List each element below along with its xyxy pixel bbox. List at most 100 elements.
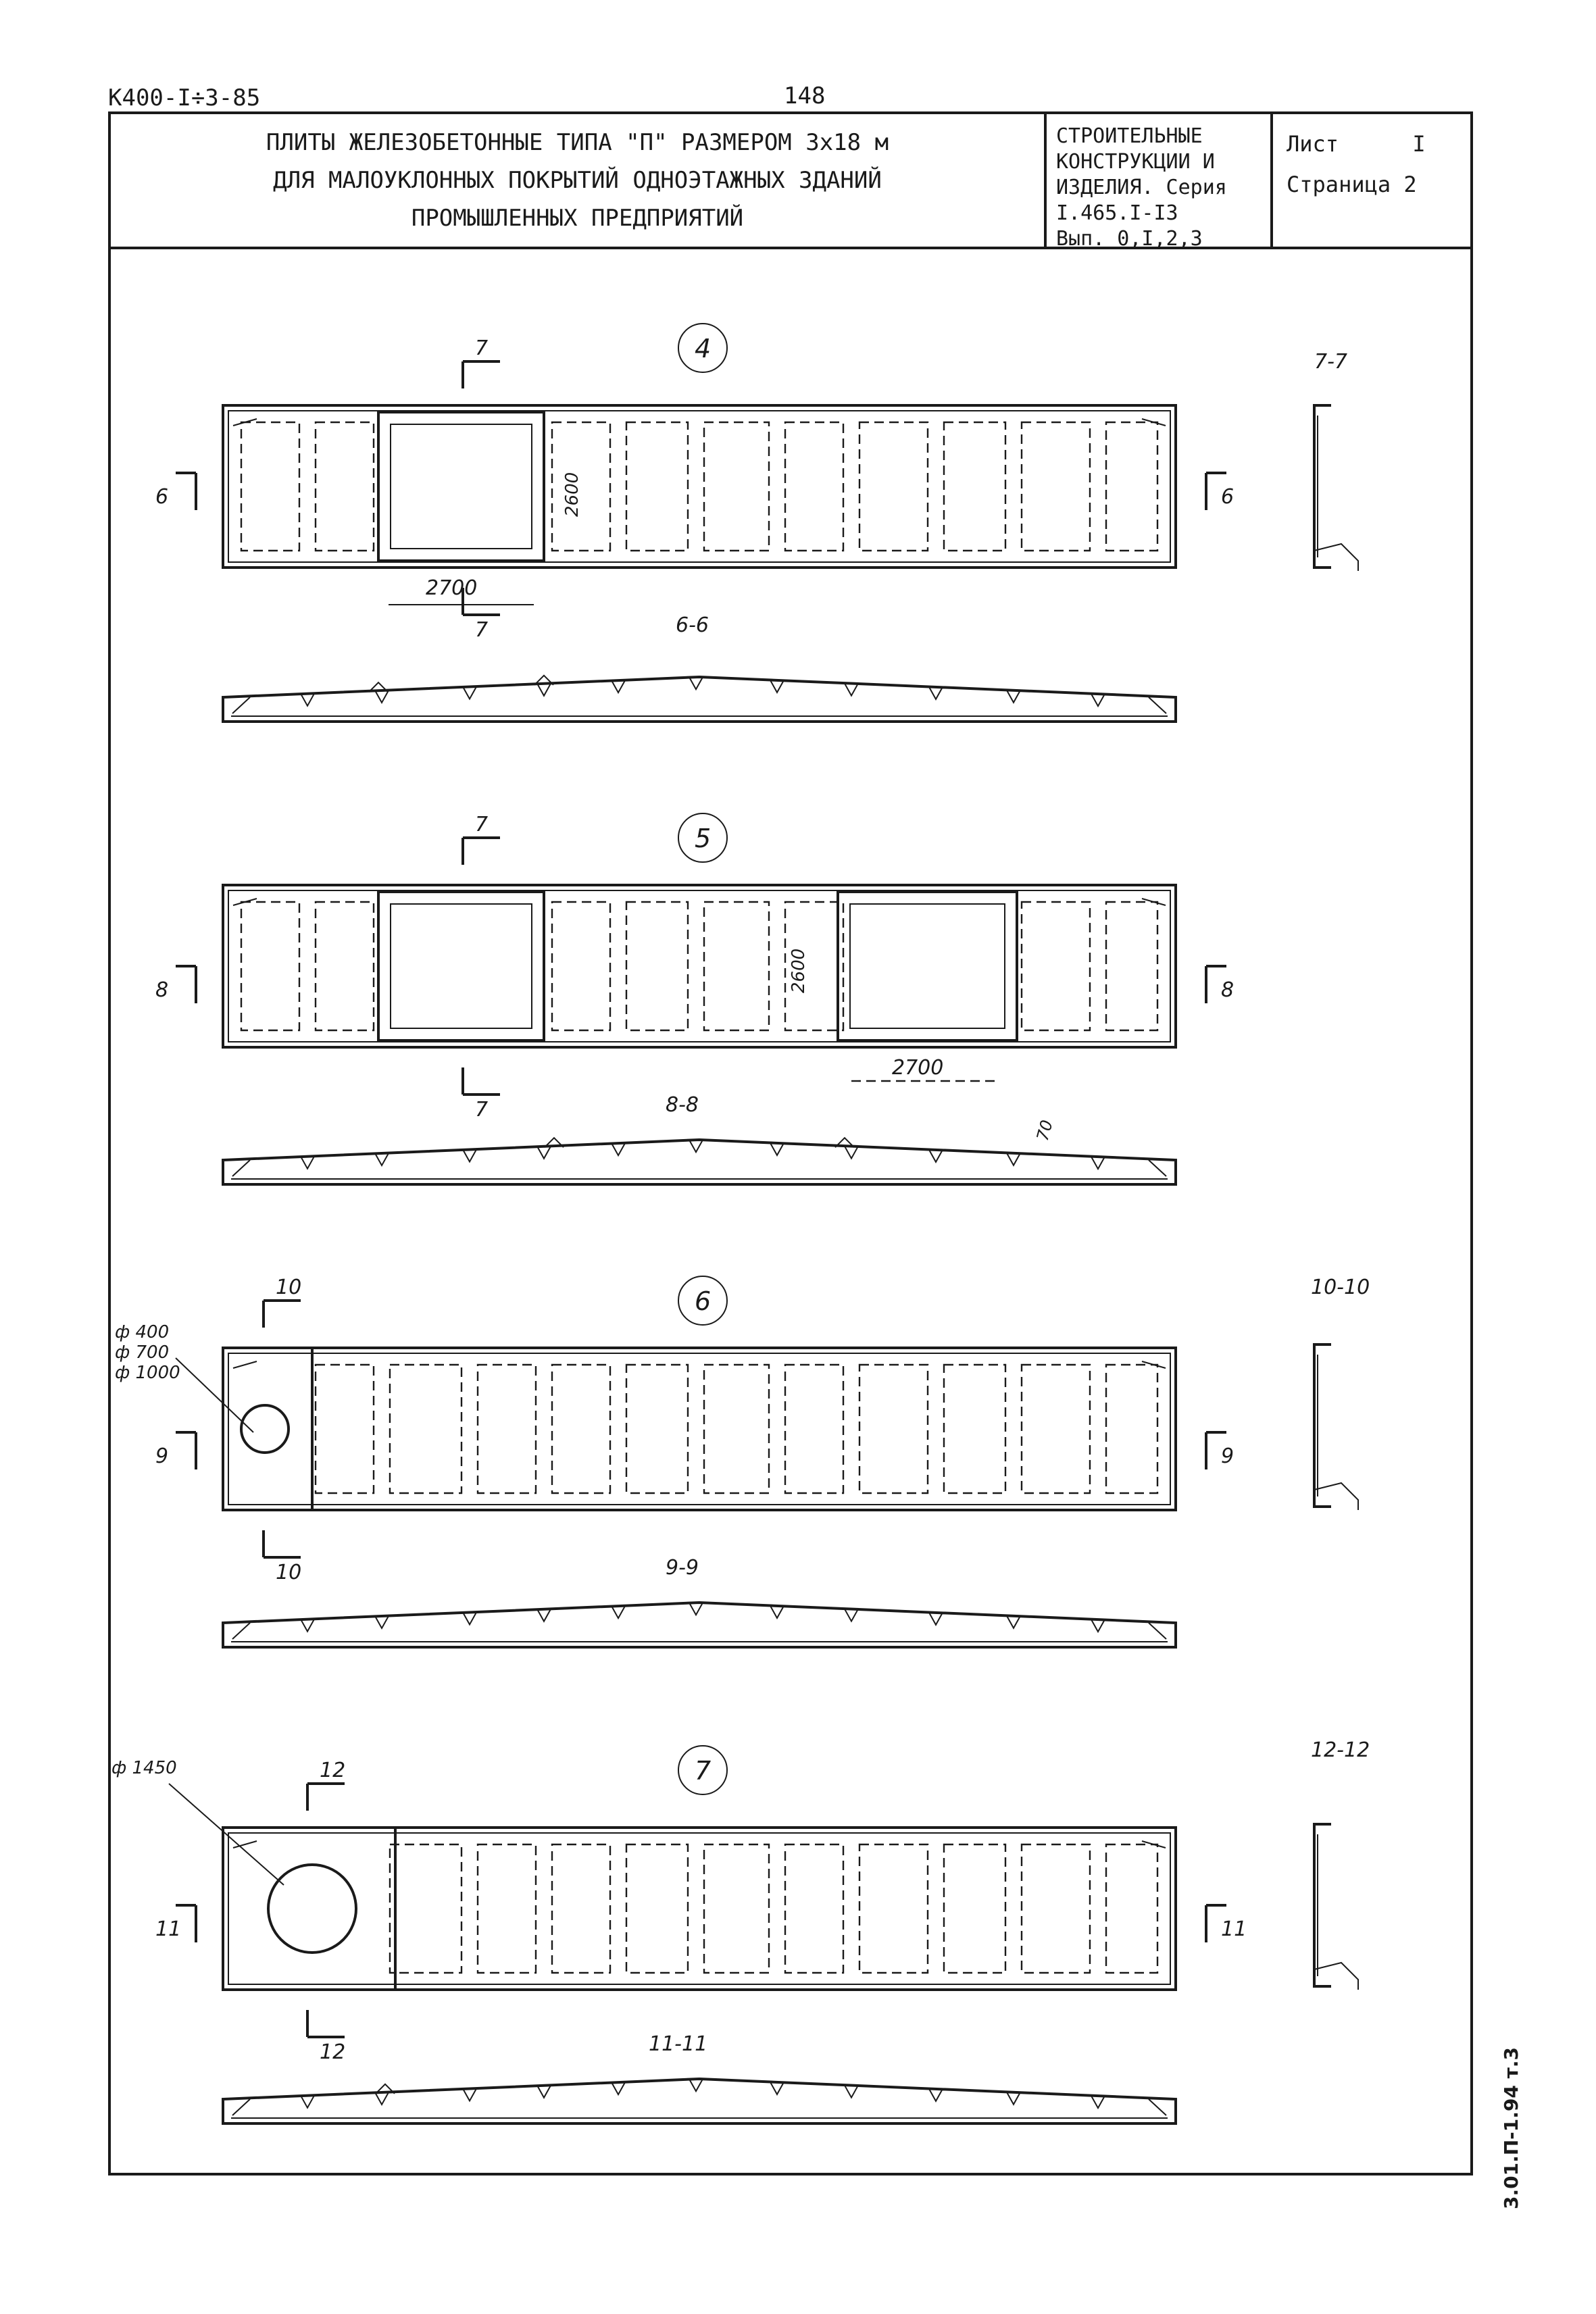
- rib-panel: [551, 1363, 612, 1494]
- rib-tooth: [1091, 2095, 1105, 2110]
- rib-panel: [943, 421, 1007, 552]
- side-cut-label: 8: [1221, 978, 1234, 1002]
- rib-panel: [943, 1363, 1007, 1494]
- rib-tooth: [537, 683, 551, 697]
- long-section-4: [222, 2077, 1177, 2125]
- sheet-cell: Лист I Страница 2: [1273, 114, 1470, 256]
- section-outline: [222, 1138, 1177, 1186]
- dim-width: 2600: [789, 949, 809, 993]
- rib-tooth: [770, 2082, 784, 2096]
- rib-panel: [1105, 1363, 1159, 1494]
- rib-tooth: [844, 2085, 859, 2099]
- hole-diameter-label: ф 400: [115, 1322, 169, 1342]
- section-cross-title: 7-7: [1314, 350, 1347, 374]
- section-end: [232, 1159, 251, 1177]
- section-side-mark: 9: [155, 1431, 197, 1469]
- rib-tooth: [844, 683, 859, 697]
- rib-panel: [240, 421, 301, 552]
- rib-tooth: [537, 1609, 551, 1623]
- hole-diameter-label: ф 1450: [111, 1758, 177, 1778]
- variant-mark-label: 4: [695, 334, 711, 363]
- section-side-mark: 11: [1205, 1904, 1247, 1942]
- opening-curb: [534, 674, 554, 686]
- dim-length: 2700: [426, 576, 477, 600]
- rib-panel: [240, 901, 301, 1032]
- section-long-title: 9-9: [666, 1556, 699, 1580]
- cut-label: 7: [475, 336, 488, 360]
- rib-panel: [784, 1843, 845, 1974]
- end-chamfer: [232, 1840, 257, 1848]
- rib-panel: [858, 421, 929, 552]
- cross-section-4: [1313, 1823, 1359, 1990]
- section-long-title: 6-6: [676, 613, 709, 637]
- section-cut-mark: 12: [306, 2010, 345, 2064]
- rib-tooth: [1006, 2092, 1021, 2106]
- cut-label: 12: [320, 2040, 345, 2064]
- rib-tooth: [300, 1156, 315, 1170]
- plate-rib-edge: [228, 890, 1171, 1042]
- opening: [390, 424, 532, 549]
- section-cut-mark: 7: [462, 813, 500, 865]
- variant-mark-circle: [678, 1276, 728, 1326]
- rib-panel: [784, 1363, 845, 1494]
- rib-panel: [314, 901, 375, 1032]
- sheet-number: I: [1412, 131, 1426, 157]
- rib-tooth: [374, 690, 389, 705]
- series-line-3: ИЗДЕЛИЯ. Серия: [1056, 176, 1227, 199]
- cross-rib: [1314, 1961, 1359, 1990]
- plate-plan-1: [222, 404, 1177, 569]
- rib-panel: [476, 1363, 537, 1494]
- rib-panel: [1020, 1843, 1091, 1974]
- rib-panel: [858, 1363, 929, 1494]
- rib-tooth: [928, 1612, 943, 1626]
- rib-tooth: [928, 686, 943, 701]
- section-cross-title: 10-10: [1311, 1276, 1370, 1299]
- end-chamfer: [1141, 898, 1166, 906]
- variant-mark-circle: [678, 1745, 728, 1795]
- plate-outline: [222, 1826, 1177, 1991]
- section-cut-mark: 7: [462, 336, 500, 388]
- section-outline: [222, 2077, 1177, 2125]
- end-chamfer: [1141, 1840, 1166, 1848]
- side-cut-label: 11: [1221, 1917, 1247, 1941]
- rib-tooth: [844, 1146, 859, 1160]
- plate-rib-edge: [228, 1353, 1171, 1505]
- section-end: [1148, 697, 1167, 714]
- opening: [849, 903, 1005, 1029]
- rib-tooth: [462, 686, 477, 701]
- series-cell: СТРОИТЕЛЬНЫЕ КОНСТРУКЦИИ И ИЗДЕЛИЯ. Сери…: [1047, 114, 1273, 251]
- hole-diameter-label: ф 1000: [115, 1363, 180, 1383]
- rib-panel: [703, 901, 770, 1032]
- slope-label: 70: [1033, 1118, 1057, 1143]
- end-chamfer: [1141, 418, 1166, 426]
- rib-panel: [1020, 901, 1091, 1032]
- rib-panel: [551, 1843, 612, 1974]
- rib-tooth: [1091, 1156, 1105, 1171]
- rib-tooth: [770, 1142, 784, 1157]
- cross-rib: [1314, 543, 1359, 571]
- section-side-mark: 6: [155, 472, 197, 510]
- opening: [390, 903, 532, 1029]
- rib-panel: [1105, 1843, 1159, 1974]
- rib-panel: [625, 421, 689, 552]
- rib-panel: [625, 901, 689, 1032]
- long-section-1: [222, 674, 1177, 723]
- rib-tooth: [1006, 690, 1021, 704]
- round-hole: [240, 1404, 290, 1454]
- long-section-3: [222, 1601, 1177, 1649]
- rib-panel: [389, 1363, 463, 1494]
- series-line-1: СТРОИТЕЛЬНЫЕ: [1056, 124, 1203, 148]
- opening-frame: [377, 890, 545, 1042]
- rib-panel: [476, 1843, 537, 1974]
- side-cut-label: 6: [155, 485, 168, 509]
- cross-outline: [1313, 1343, 1331, 1508]
- rib-tooth: [689, 676, 703, 691]
- rib-panel: [625, 1363, 689, 1494]
- end-chamfer: [232, 418, 257, 426]
- rib-tooth: [770, 680, 784, 694]
- sheet-row: Лист I: [1287, 124, 1470, 164]
- long-section-2: [222, 1136, 1177, 1186]
- series-line-2: КОНСТРУКЦИИ И: [1056, 150, 1215, 174]
- rib-panel: [703, 1363, 770, 1494]
